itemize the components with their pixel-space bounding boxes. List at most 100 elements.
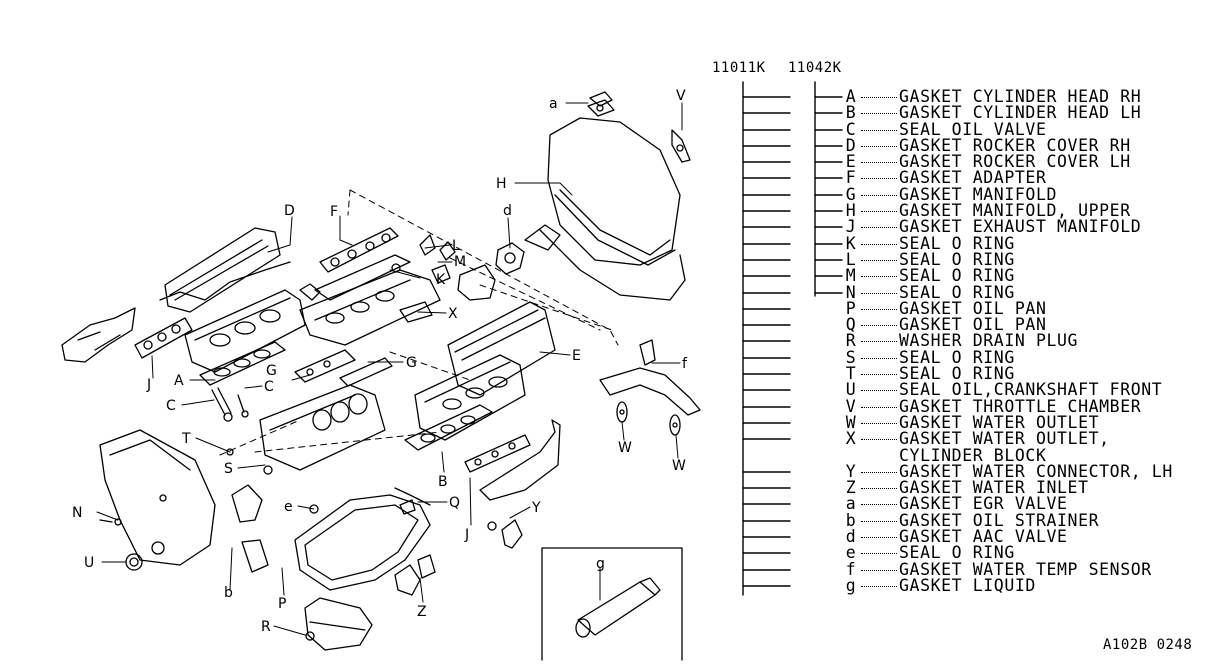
- cylinder-head-lh: [414, 354, 526, 441]
- legend-key: Q: [845, 315, 857, 335]
- legend-item: S SEAL O RING: [843, 347, 1173, 367]
- legend-key: E: [845, 152, 857, 172]
- legend-key: B: [845, 103, 857, 123]
- callout-D: D: [284, 203, 295, 219]
- legend-key: Y: [845, 461, 857, 481]
- callout-d: d: [503, 203, 512, 219]
- leader-dots: [861, 162, 897, 164]
- valve-seals: [211, 387, 249, 422]
- small-seals-left: [99, 494, 167, 571]
- legend-item: Z GASKET WATER INLET: [843, 478, 1173, 498]
- callout-W2: W: [672, 458, 686, 474]
- legend-description: GASKET MANIFOLD: [899, 184, 1058, 204]
- leader-dots: [861, 227, 897, 229]
- leader-dots: [861, 406, 897, 408]
- legend-key: S: [845, 347, 857, 367]
- water-outlet-gaskets: [616, 401, 681, 436]
- callout-B: B: [438, 474, 448, 490]
- legend-description: GASKET AAC VALVE: [899, 527, 1068, 547]
- legend-description: GASKET ADAPTER: [899, 168, 1047, 188]
- legend-item: J GASKET EXHAUST MANIFOLD: [843, 217, 1173, 237]
- leader-dots: [861, 439, 897, 441]
- legend-key: C: [845, 119, 857, 139]
- callout-N: N: [72, 505, 82, 521]
- legend-description: GASKET EXHAUST MANIFOLD: [899, 217, 1142, 237]
- head-gasket-lh: [404, 404, 493, 451]
- legend-description: GASKET WATER INLET: [899, 478, 1089, 498]
- legend-description: GASKET WATER OUTLET: [899, 412, 1100, 432]
- legend-key: A: [845, 87, 857, 106]
- legend-description: SEAL O RING: [899, 364, 1015, 384]
- legend-key: H: [845, 201, 857, 221]
- legend-description: GASKET CYLINDER HEAD LH: [899, 103, 1142, 123]
- legend-key: J: [845, 217, 857, 237]
- leader-dots: [861, 243, 897, 245]
- leader-dots: [861, 585, 897, 587]
- legend-key: Z: [845, 478, 857, 498]
- callout-e: e: [284, 499, 293, 515]
- leader-dots: [861, 259, 897, 261]
- callout-K: K: [436, 272, 446, 288]
- legend-description: WASHER DRAIN PLUG: [899, 331, 1079, 351]
- water-connector: [487, 519, 523, 549]
- legend-description: GASKET CYLINDER HEAD RH: [899, 87, 1142, 106]
- leader-dots: [861, 374, 897, 376]
- manifold-gasket-g: [294, 349, 393, 387]
- callout-L: L: [452, 238, 460, 254]
- legend-key: X: [845, 429, 857, 449]
- assembly-outline: [219, 189, 619, 456]
- legend-item: Y GASKET WATER CONNECTOR, LH: [843, 461, 1173, 481]
- legend-description: SEAL O RING: [899, 282, 1015, 302]
- legend-key: U: [845, 380, 857, 400]
- legend-description: GASKET OIL STRAINER: [899, 510, 1100, 530]
- leader-dots: [861, 211, 897, 213]
- o-rings-upper: [391, 234, 456, 284]
- callout-J1: J: [146, 377, 151, 393]
- head-gasket-rh: [199, 341, 286, 386]
- callout-Q: Q: [449, 495, 460, 511]
- water-inlet: [394, 554, 436, 596]
- callout-U: U: [84, 555, 94, 571]
- legend-description: SEAL O RING: [899, 347, 1015, 367]
- legend-key: b: [845, 510, 857, 530]
- leader-dots: [861, 276, 897, 278]
- leader-dots: [861, 113, 897, 115]
- callout-labels: D F H d a V L M K X E f G G A C C J T S …: [72, 88, 688, 635]
- front-cover: [99, 429, 216, 566]
- rocker-cover-lh: [447, 301, 556, 396]
- legend-description-line2: CYLINDER BLOCK: [899, 445, 1047, 465]
- rocker-cover-rh: [159, 227, 291, 313]
- callout-A: A: [174, 373, 184, 389]
- throttle-gasket: [587, 91, 691, 163]
- leader-dots: [861, 504, 897, 506]
- legend-key: M: [845, 266, 857, 286]
- callout-a: a: [549, 96, 558, 112]
- exhaust-manifold-left: [61, 307, 136, 363]
- callout-J2: J: [464, 527, 469, 543]
- legend-description: GASKET ROCKER COVER LH: [899, 152, 1131, 172]
- upper-manifold: [524, 117, 686, 301]
- legend-description: GASKET WATER CONNECTOR, LH: [899, 461, 1173, 481]
- leader-dots: [861, 308, 897, 310]
- legend-key: F: [845, 168, 857, 188]
- legend-description: GASKET THROTTLE CHAMBER: [899, 396, 1142, 416]
- legend-key: a: [845, 494, 857, 514]
- callout-S: S: [224, 461, 233, 477]
- leader-dots: [861, 129, 897, 131]
- legend-description: GASKET MANIFOLD, UPPER: [899, 201, 1131, 221]
- legend-description: GASKET EGR VALVE: [899, 494, 1068, 514]
- leader-dots: [861, 145, 897, 147]
- leader-dots: [861, 520, 897, 522]
